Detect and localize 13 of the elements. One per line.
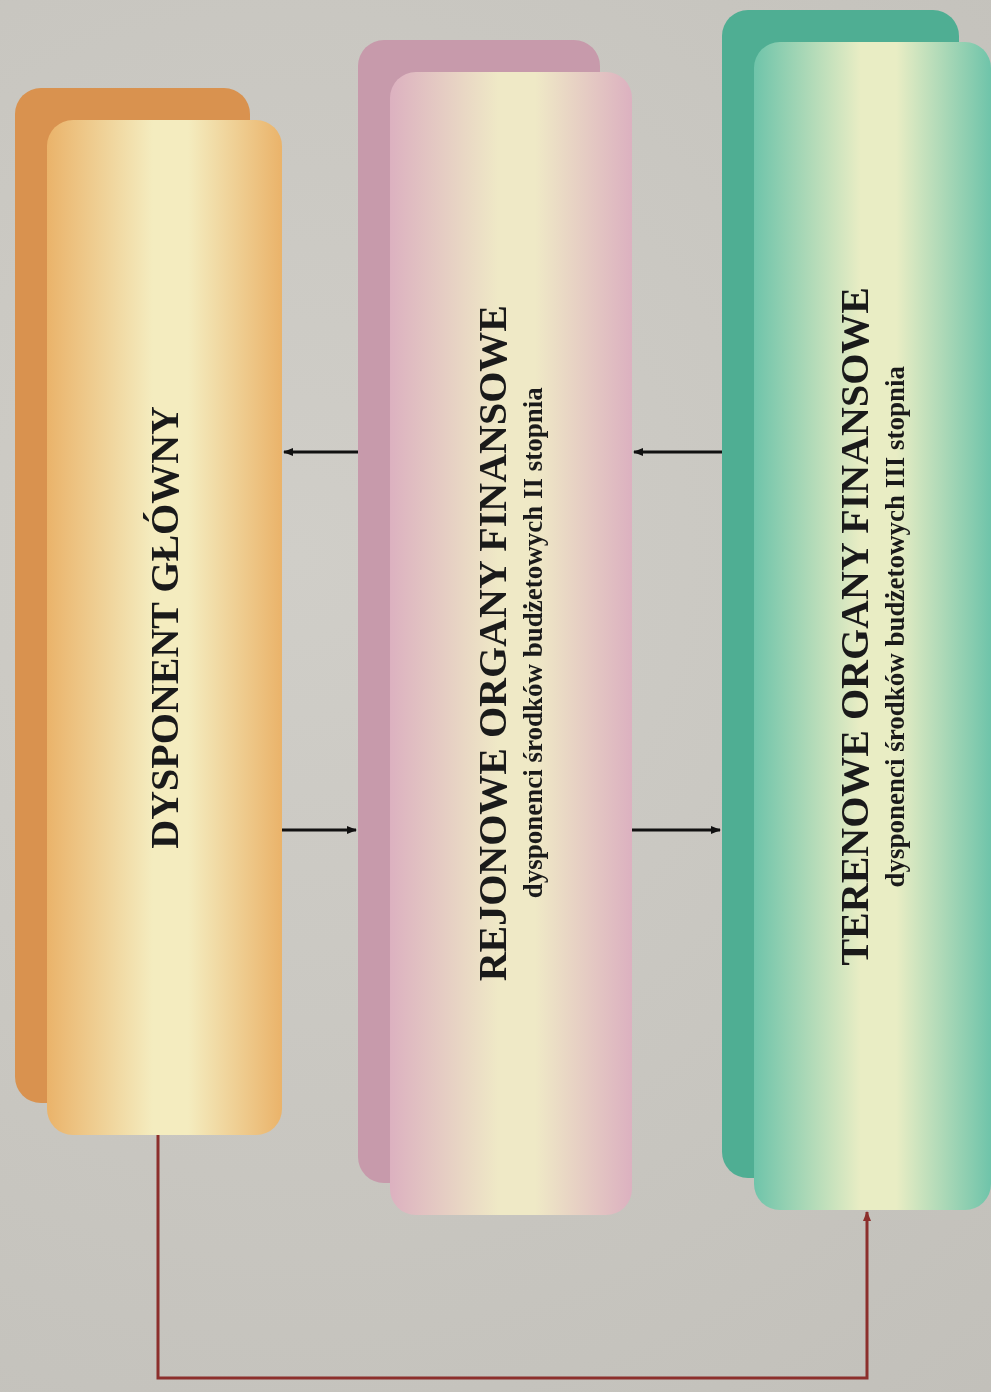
arrow — [283, 448, 358, 456]
pillar-box — [358, 40, 632, 1215]
box-title: DYSPONENT GŁÓWNY — [141, 406, 188, 849]
pillar-box — [722, 10, 991, 1210]
arrow — [282, 826, 357, 834]
box-title: REJONOWE ORGANY FINANSOWE — [470, 305, 517, 982]
arrow — [633, 448, 722, 456]
box-title: TERENOWE ORGANY FINANSOWE — [831, 286, 878, 966]
pillar-box — [15, 88, 282, 1135]
box-subtitle: dysponenci środków budżetowych III stopnia — [878, 364, 911, 889]
arrow — [156, 1135, 871, 1380]
box-subtitle: dysponenci środków budżetowych II stopnia — [517, 386, 550, 902]
arrow — [632, 826, 721, 834]
